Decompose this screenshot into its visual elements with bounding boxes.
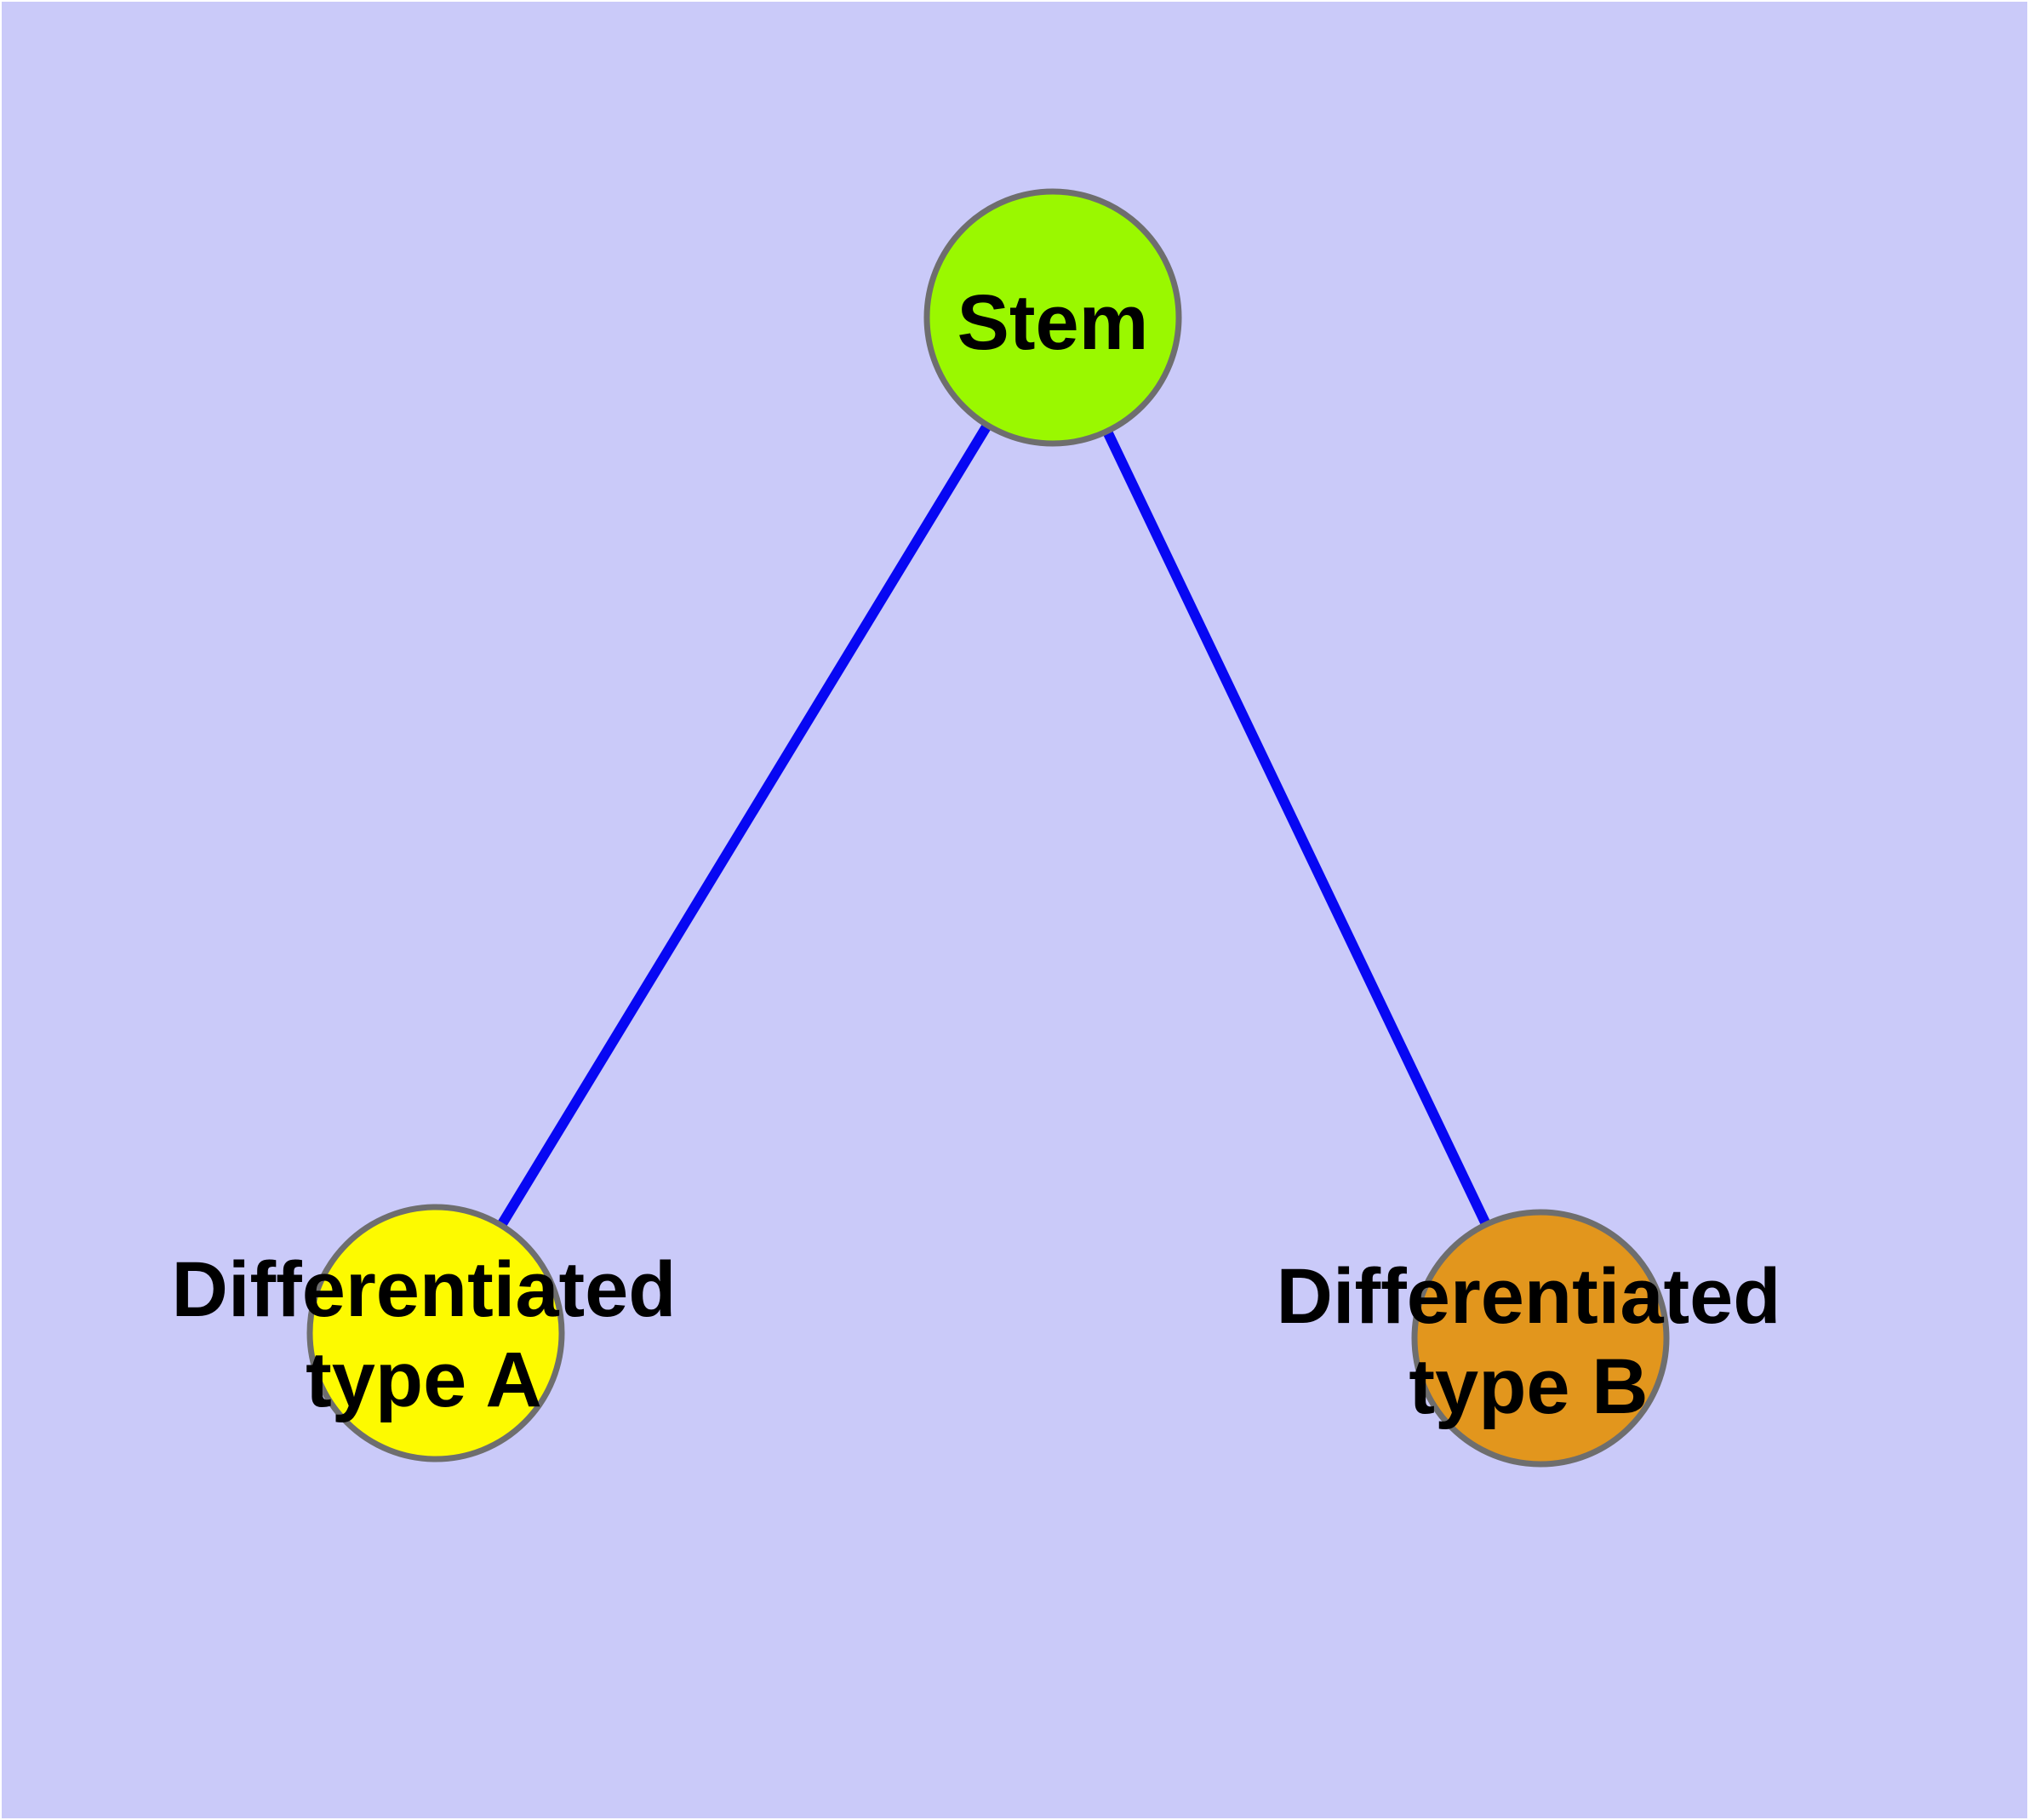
node-label-type-a: Differentiated type A bbox=[171, 1246, 677, 1423]
node-circle-type-a bbox=[306, 1204, 565, 1462]
edge-stem-to-type-a bbox=[431, 314, 1058, 1336]
node-circle-stem bbox=[923, 188, 1182, 447]
node-label-type-b: Differentiated type B bbox=[1276, 1253, 1781, 1430]
node-circle-type-b bbox=[1411, 1209, 1670, 1468]
edge-stem-to-type-b bbox=[1048, 315, 1546, 1341]
node-label-stem: Stem bbox=[957, 279, 1149, 366]
